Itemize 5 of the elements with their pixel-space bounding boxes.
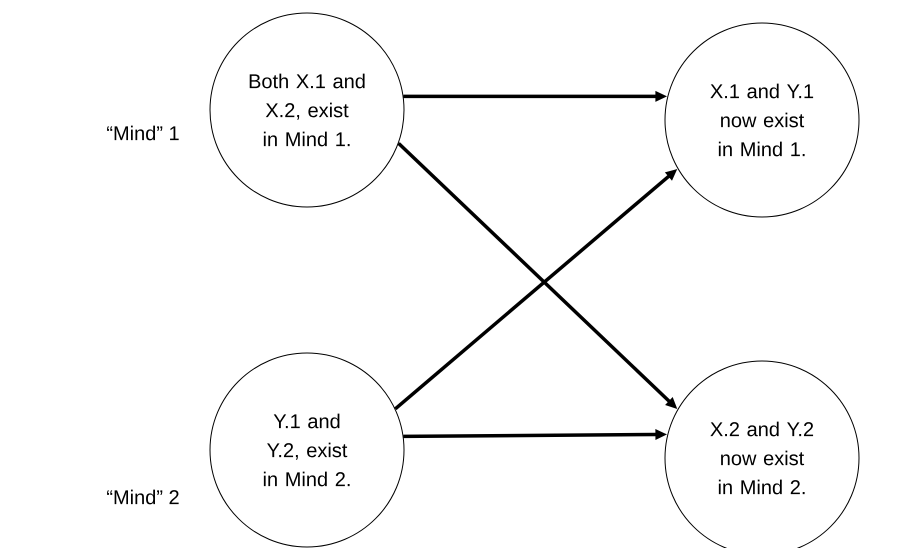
circle-node: Both X.1 and X.2, exist in Mind 1.	[210, 12, 404, 208]
circle-node: X.1 and Y.1 now exist in Mind 1.	[664, 22, 860, 218]
side-label: “Mind” 1	[107, 126, 179, 140]
side-label: “Mind” 2	[107, 490, 179, 504]
circle-node: Y.1 and Y.2, exist in Mind 2.	[210, 352, 404, 548]
